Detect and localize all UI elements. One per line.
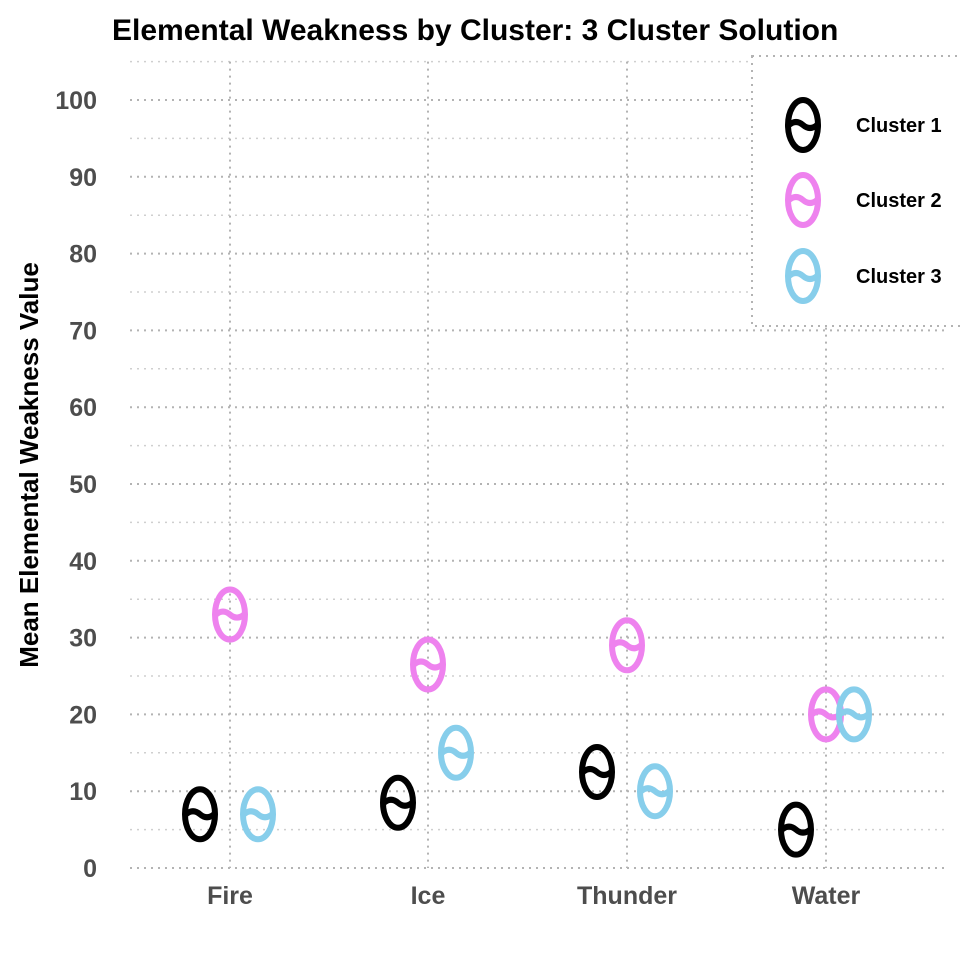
- legend: Cluster 1 Cluster 2 Cluster 3: [751, 55, 960, 327]
- legend-marker: [785, 248, 821, 304]
- y-tick-label: 60: [69, 394, 97, 422]
- y-tick-label: 80: [69, 241, 97, 269]
- y-tick-label: 90: [69, 164, 97, 192]
- y-axis-label: Mean Elemental Weakness Value: [14, 262, 44, 668]
- legend-label: Cluster 3: [856, 266, 942, 288]
- data-point: [240, 786, 276, 843]
- y-tick-label: 50: [69, 471, 97, 499]
- y-tick-label: 70: [69, 317, 97, 345]
- data-point: [778, 801, 814, 858]
- data-point: [182, 786, 218, 843]
- chart-title: Elemental Weakness by Cluster: 3 Cluster…: [112, 14, 838, 47]
- data-point: [438, 724, 474, 781]
- data-point: [579, 744, 615, 800]
- data-point: [380, 774, 416, 831]
- y-axis-ticks: 0 10 20 30 40 50 60 70 80 90 100: [55, 87, 97, 883]
- y-tick-label: 40: [69, 548, 97, 576]
- legend-marker: [785, 172, 821, 228]
- data-point: [212, 586, 248, 643]
- y-tick-label: 0: [83, 855, 97, 883]
- y-tick-label: 10: [69, 778, 97, 806]
- data-point: [836, 686, 872, 743]
- x-axis-ticks: Fire Ice Thunder Water: [207, 882, 860, 910]
- x-tick-label: Water: [792, 882, 861, 910]
- data-point: [637, 763, 673, 820]
- data-point: [609, 617, 645, 674]
- legend-label: Cluster 1: [856, 115, 942, 137]
- data-point: [410, 636, 446, 693]
- legend-label: Cluster 2: [856, 190, 942, 212]
- x-tick-label: Fire: [207, 882, 253, 910]
- legend-marker: [785, 97, 821, 153]
- data-points: [182, 586, 872, 858]
- y-tick-label: 100: [55, 87, 97, 115]
- x-tick-label: Ice: [411, 882, 446, 910]
- x-tick-label: Thunder: [577, 882, 677, 910]
- y-tick-label: 30: [69, 625, 97, 653]
- y-tick-label: 20: [69, 701, 97, 729]
